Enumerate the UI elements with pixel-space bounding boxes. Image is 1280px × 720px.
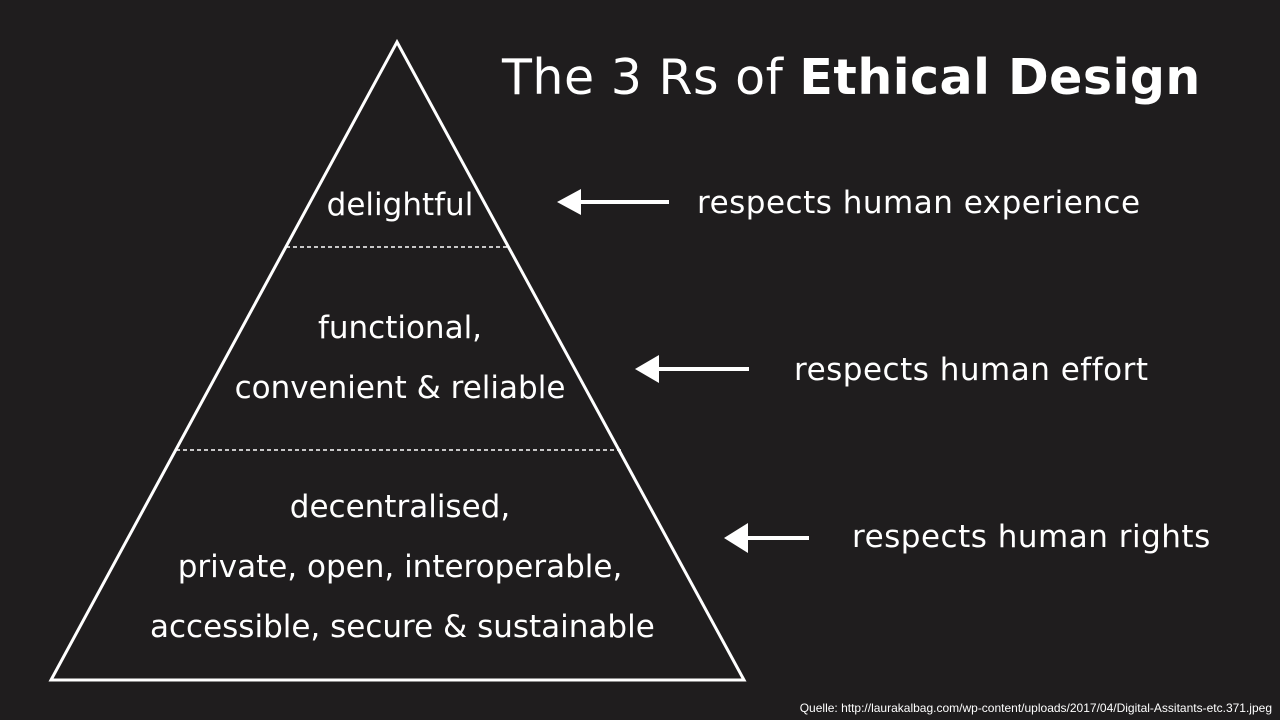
pyramid-tier-middle: functional, convenient & reliable (150, 298, 650, 418)
respects-label-experience: respects human experience (697, 185, 1141, 221)
left-arrow-icon (724, 523, 809, 553)
tier-line: accessible, secure & sustainable (150, 609, 655, 645)
respects-label-effort: respects human effort (794, 352, 1149, 388)
page-title: The 3 Rs of Ethical Design (502, 46, 1201, 110)
tier-line: functional, (317, 310, 483, 346)
left-arrow-icon (635, 355, 749, 383)
pyramid-outline (48, 38, 747, 682)
pyramid-tier-top: delightful (150, 184, 650, 226)
tier-line: private, open, interoperable, (177, 549, 623, 585)
pyramid-tier-base: decentralised, private, open, interopera… (150, 477, 655, 657)
title-emphasis: Ethical Design (799, 49, 1201, 106)
title-prefix: The 3 Rs of (502, 49, 800, 106)
left-arrow-icon (557, 189, 669, 215)
source-caption: Quelle: http://laurakalbag.com/wp-conten… (799, 701, 1272, 715)
tier-line: convenient & reliable (234, 370, 566, 406)
tier-line: delightful (326, 187, 474, 223)
tier-line: decentralised, (289, 489, 511, 525)
respects-label-rights: respects human rights (852, 519, 1211, 555)
